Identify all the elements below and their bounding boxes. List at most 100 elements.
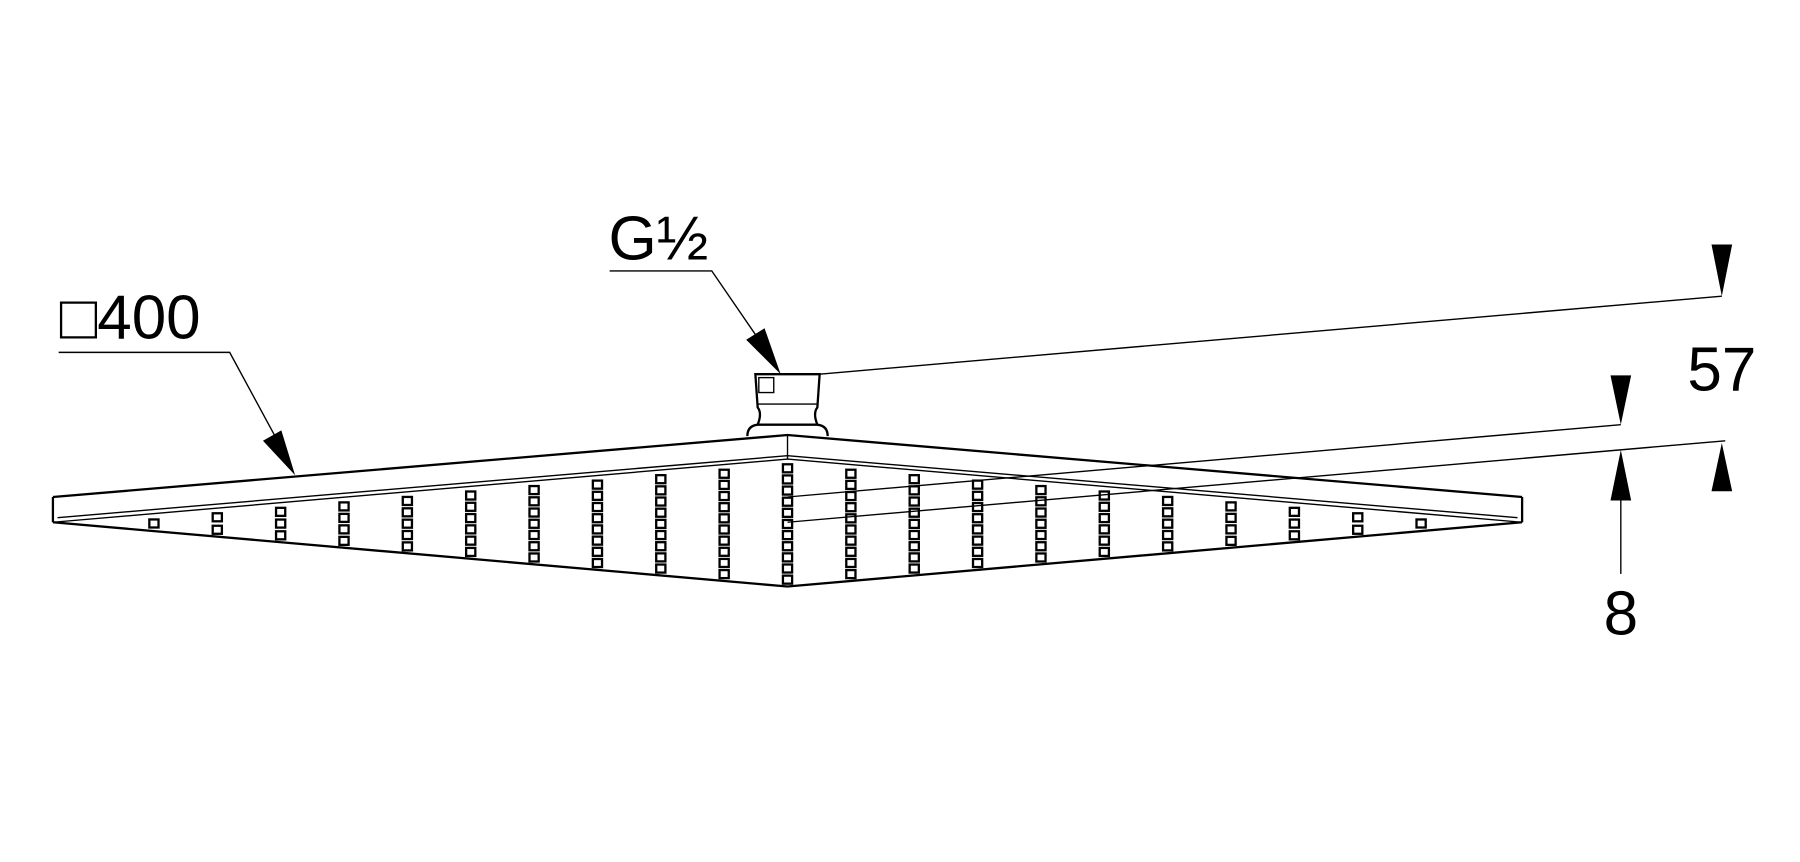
nozzle (655, 541, 667, 552)
nozzle (971, 513, 984, 524)
nozzle (1415, 518, 1427, 529)
nozzle (338, 524, 350, 535)
nozzle (845, 479, 857, 491)
nozzle (781, 574, 794, 585)
nozzle (655, 474, 667, 485)
nozzle (401, 541, 414, 552)
nozzle (1035, 507, 1047, 518)
nozzle (401, 518, 414, 529)
nozzle (1035, 484, 1047, 496)
nozzle (1035, 529, 1047, 541)
nozzle (338, 535, 350, 547)
nozzle (845, 502, 857, 513)
nozzle (591, 501, 604, 513)
nozzle (528, 484, 540, 496)
nozzle (908, 474, 920, 485)
nozzle (338, 512, 350, 524)
nozzle (845, 557, 857, 569)
nozzle (1035, 518, 1047, 529)
nozzle (908, 529, 920, 541)
nozzle (211, 524, 224, 535)
nozzle (464, 512, 477, 524)
nozzle (781, 518, 794, 530)
plate (51, 433, 1524, 588)
nozzle (591, 535, 604, 546)
nozzle (845, 535, 857, 546)
nozzle (971, 524, 984, 535)
nozzle (718, 479, 730, 491)
nozzle (845, 524, 857, 535)
nozzle (401, 529, 414, 541)
nozzle (1161, 529, 1174, 541)
nozzle (718, 535, 730, 546)
thread-callout: G½ (608, 204, 781, 375)
nozzle (274, 518, 287, 529)
height-dimension-label: 57 (1687, 335, 1756, 404)
nozzle (1161, 507, 1174, 518)
nozzle (908, 485, 920, 496)
nozzle (1288, 530, 1301, 541)
plate-bottom-edge (52, 521, 1523, 588)
nozzle (718, 546, 730, 557)
nozzle (781, 474, 794, 485)
nozzle (1225, 501, 1237, 512)
connector-body (754, 373, 821, 426)
nozzle (528, 529, 540, 541)
connector (746, 373, 829, 437)
nozzle (781, 563, 794, 574)
nozzle (781, 552, 794, 563)
nozzle (845, 513, 857, 524)
nozzle (1225, 535, 1237, 547)
nozzle (464, 535, 477, 546)
nozzle (464, 501, 477, 512)
nozzle (1352, 524, 1364, 535)
arrow-icon (746, 328, 781, 375)
nozzle (908, 518, 920, 530)
nozzle (1352, 512, 1364, 523)
nozzle (971, 535, 984, 546)
nozzle (655, 496, 667, 507)
nozzle (781, 507, 794, 519)
nozzle (718, 557, 730, 569)
nozzle (718, 468, 730, 479)
nozzle (971, 557, 984, 569)
thickness-dimension-label: 8 (1604, 580, 1638, 649)
nozzle (528, 541, 540, 552)
nozzle-grid (148, 463, 1427, 585)
nozzle (845, 568, 857, 580)
nozzle (528, 496, 540, 507)
arrow-up-icon (1610, 449, 1632, 501)
nozzle (781, 463, 794, 474)
nozzle (718, 524, 730, 535)
nozzle (1035, 552, 1047, 563)
nozzle (718, 502, 730, 513)
nozzle (274, 506, 287, 518)
nozzle (1098, 535, 1111, 546)
nozzle (338, 501, 350, 512)
nozzle (1098, 512, 1111, 524)
nozzle (1098, 501, 1111, 512)
size-label: □400 (60, 284, 201, 353)
nozzle (1161, 518, 1174, 529)
hex-flat (758, 376, 775, 394)
nozzle (655, 552, 667, 563)
arrow-up-icon (1711, 443, 1733, 492)
dimension-lines: 57 8 (787, 244, 1756, 649)
nozzle (591, 557, 604, 569)
connector-base (746, 423, 829, 437)
nozzle (1225, 512, 1237, 524)
nozzle (655, 518, 667, 530)
nozzle (401, 507, 414, 518)
nozzle (908, 563, 920, 574)
nozzle (781, 496, 794, 507)
nozzle (655, 563, 667, 574)
nozzle (464, 490, 477, 501)
nozzle (718, 490, 730, 502)
nozzle (1161, 495, 1174, 507)
nozzle (274, 530, 287, 541)
nozzle (591, 479, 604, 490)
nozzle (528, 552, 540, 563)
nozzle (591, 524, 604, 535)
size-callout: □400 (58, 284, 296, 476)
